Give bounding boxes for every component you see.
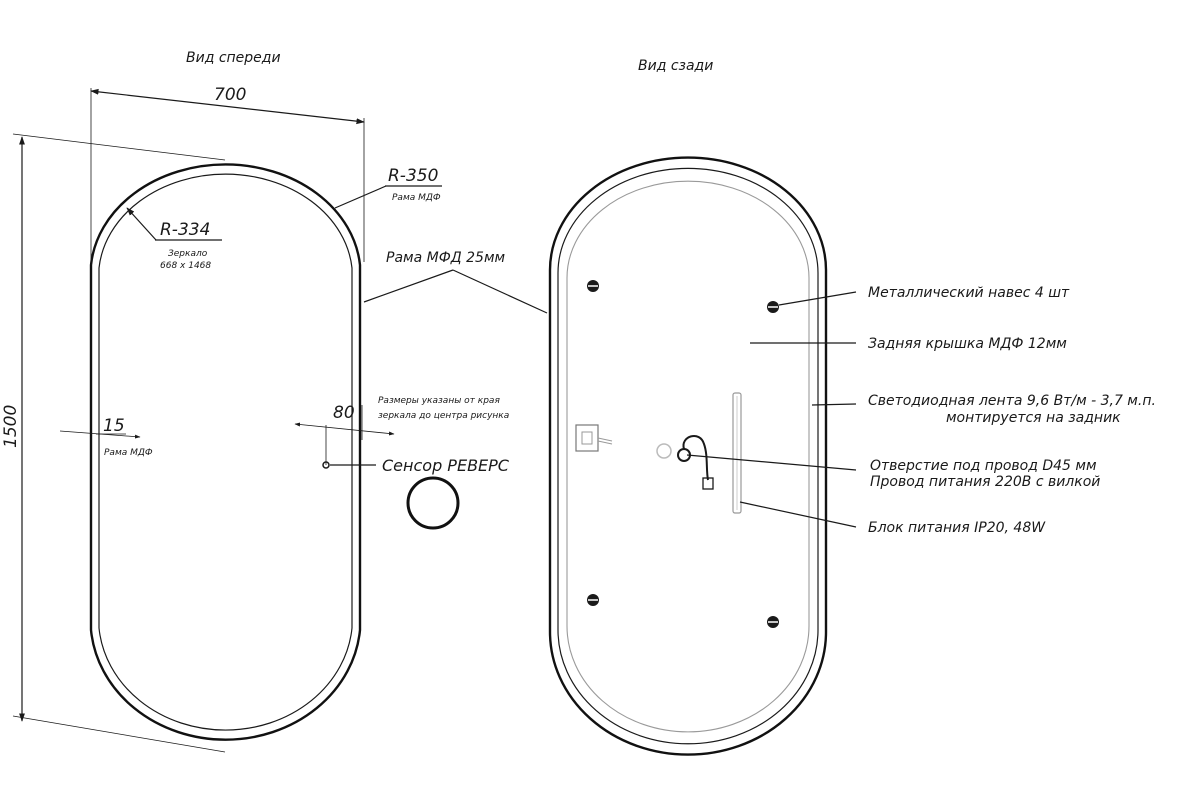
hole-leader bbox=[686, 454, 857, 471]
front-frame-outer bbox=[89, 163, 362, 741]
back-view: Вид сзади bbox=[548, 58, 1156, 756]
outer-radius-label: R-350 bbox=[388, 166, 438, 186]
hanger-bottom-left bbox=[587, 594, 599, 606]
hole-label-line-2: Провод питания 220В с вилкой bbox=[870, 474, 1100, 490]
hanger-top-right bbox=[767, 301, 779, 313]
back-cover-label: Задняя крышка МДФ 12мм bbox=[868, 336, 1067, 352]
psu-label: Блок питания IP20, 48W bbox=[868, 520, 1046, 536]
sizes-note-line-2: зеркала до центра рисунка bbox=[378, 411, 509, 421]
hanger-label: Металлический навес 4 шт bbox=[868, 285, 1070, 301]
side-dim-value: 15 bbox=[103, 416, 125, 436]
hanger-top-left bbox=[587, 280, 599, 292]
frame-leader-front bbox=[363, 269, 454, 303]
frame-leader-back bbox=[452, 269, 548, 314]
inner-radius-sublabel-2: 668 x 1468 bbox=[160, 261, 211, 271]
sensor-dim-line bbox=[294, 422, 395, 436]
led-leader bbox=[811, 403, 857, 406]
psu-leader bbox=[739, 501, 857, 528]
outer-radius-sublabel: Рама МДФ bbox=[392, 193, 441, 203]
width-dimension-line bbox=[90, 88, 365, 125]
side-dim-sublabel: Рама МДФ bbox=[104, 448, 153, 458]
hanger-leader bbox=[778, 291, 857, 306]
front-frame-inner bbox=[98, 173, 353, 731]
height-extension-top bbox=[12, 133, 226, 161]
hanger-bottom-right bbox=[767, 616, 779, 628]
front-view-title: Вид спереди bbox=[186, 50, 281, 66]
led-strip-outline bbox=[566, 180, 810, 733]
back-view-title: Вид сзади bbox=[638, 58, 713, 74]
height-extension-bottom bbox=[12, 715, 226, 753]
sensor-point bbox=[322, 461, 330, 469]
hole-label-line-1: Отверстие под провод D45 мм bbox=[870, 458, 1097, 474]
sensor-label: Сенсор РЕВЕРС bbox=[382, 456, 510, 475]
power-supply bbox=[732, 392, 742, 514]
inner-radius-leader bbox=[126, 207, 157, 241]
sizes-note-line-1: Размеры указаны от края bbox=[378, 396, 500, 406]
outer-radius-leader bbox=[334, 185, 387, 209]
sensor-ring bbox=[406, 476, 460, 530]
led-label-line-1: Светодиодная лента 9,6 Вт/м - 3,7 м.п. bbox=[868, 393, 1156, 409]
inner-radius-sublabel-1: Зеркало bbox=[168, 249, 208, 259]
sensor-dim-value: 80 bbox=[333, 403, 355, 423]
back-cover-outline bbox=[557, 167, 819, 745]
front-view: Вид спереди 700 1500 R-350 Рама МДФ R-33… bbox=[1, 50, 548, 753]
height-dimension-value: 1500 bbox=[1, 405, 21, 448]
cable-hole bbox=[656, 435, 714, 490]
width-dimension-value: 700 bbox=[214, 85, 246, 105]
frame-label: Рама МФД 25мм bbox=[386, 250, 506, 266]
inner-radius-label: R-334 bbox=[160, 220, 210, 240]
led-label-line-2: монтируется на задник bbox=[946, 410, 1121, 426]
back-frame-outer bbox=[548, 156, 828, 756]
sensor-module bbox=[575, 424, 613, 452]
